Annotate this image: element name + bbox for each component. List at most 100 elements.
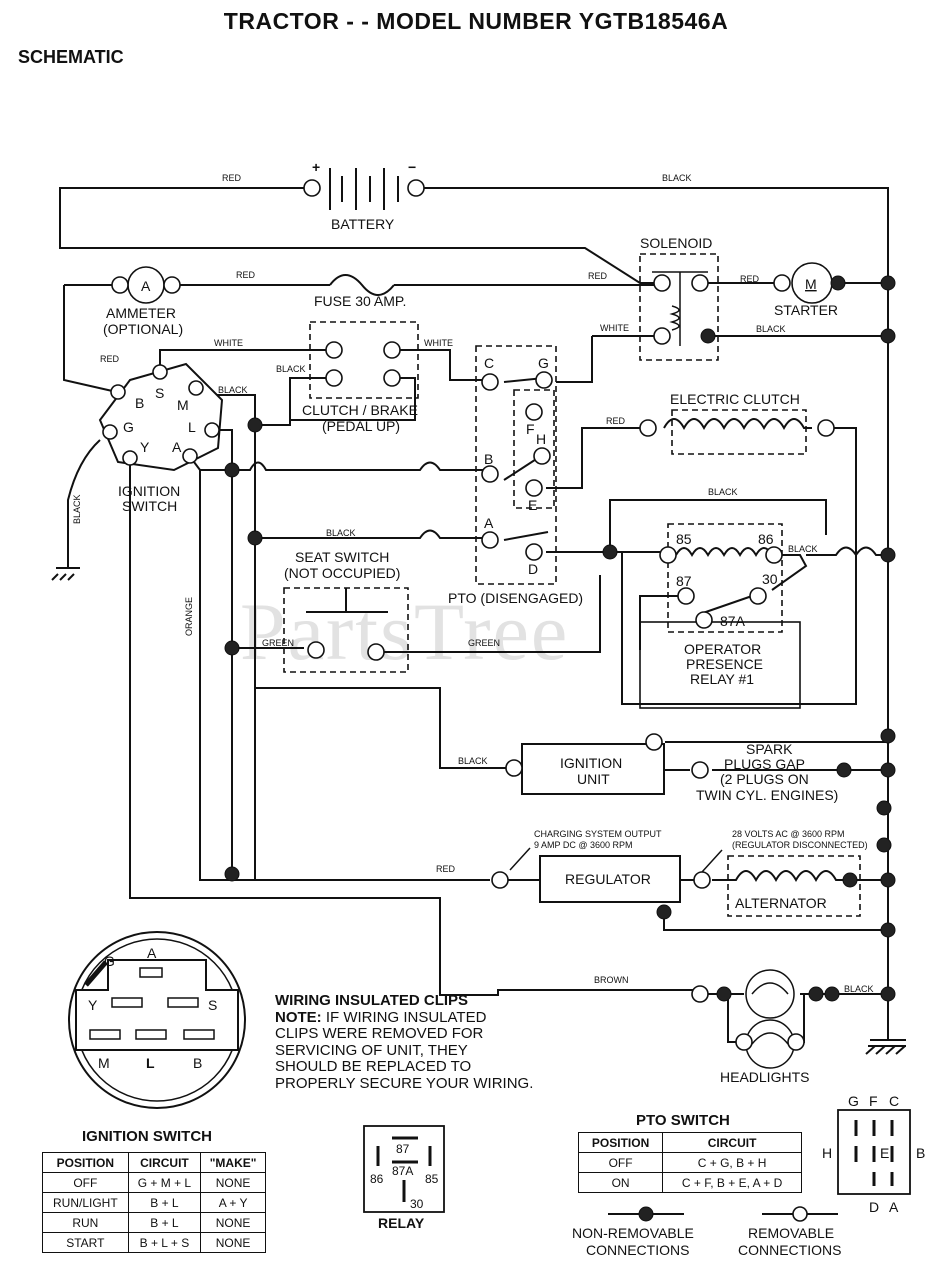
alternator-label: ALTERNATOR [735,895,827,911]
svg-text:9 AMP DC @ 3600 RPM: 9 AMP DC @ 3600 RPM [534,840,633,850]
svg-text:TWIN CYL. ENGINES): TWIN CYL. ENGINES) [696,787,838,803]
svg-text:M: M [98,1055,110,1071]
svg-text:A: A [172,439,182,455]
svg-text:87: 87 [676,573,692,589]
svg-text:BLACK: BLACK [218,385,248,395]
svg-text:87A: 87A [720,613,746,629]
svg-text:Y: Y [140,439,150,455]
svg-text:30: 30 [410,1197,424,1211]
svg-text:BROWN: BROWN [594,975,629,985]
svg-text:(REGULATOR DISCONNECTED): (REGULATOR DISCONNECTED) [732,840,868,850]
svg-text:87A: 87A [392,1164,413,1178]
svg-text:G: G [538,355,549,371]
svg-text:SPARK: SPARK [746,741,793,757]
svg-text:OPERATOR: OPERATOR [684,641,761,657]
svg-text:PRESENCE: PRESENCE [686,656,763,672]
svg-text:F: F [869,1093,878,1109]
svg-text:AMMETER: AMMETER [106,305,176,321]
removable-legend-icon [792,1206,808,1222]
relay-title: RELAY [378,1215,425,1231]
svg-text:86: 86 [370,1172,384,1186]
regulator-box [539,855,681,903]
removable-terminals [102,179,835,1051]
non-removable-nodes [224,275,896,1002]
svg-text:(OPTIONAL): (OPTIONAL) [103,321,183,337]
svg-text:CLUTCH / BRAKE: CLUTCH / BRAKE [302,402,418,418]
svg-text:85: 85 [676,531,692,547]
svg-text:(2 PLUGS ON: (2 PLUGS ON [720,771,809,787]
svg-text:NON-REMOVABLE: NON-REMOVABLE [572,1225,694,1241]
svg-text:D: D [869,1199,879,1215]
svg-text:RED: RED [100,354,120,364]
svg-text:E: E [528,497,537,513]
svg-text:30: 30 [762,571,778,587]
watermark: PartsTree [240,586,570,677]
svg-text:C: C [889,1093,899,1109]
solenoid-label: SOLENOID [640,235,712,251]
svg-text:S: S [208,997,217,1013]
svg-text:B: B [135,395,144,411]
svg-text:RED: RED [588,271,608,281]
svg-text:IGNITION: IGNITION [118,483,180,499]
svg-text:A: A [484,515,494,531]
svg-text:BLACK: BLACK [756,324,786,334]
schematic-subtitle: SCHEMATIC [18,47,124,67]
battery-plus-label: + [312,159,320,175]
svg-text:BLACK: BLACK [326,528,356,538]
svg-text:86: 86 [758,531,774,547]
svg-text:L: L [188,419,196,435]
svg-text:CHARGING SYSTEM OUTPUT: CHARGING SYSTEM OUTPUT [534,829,662,839]
svg-text:CONNECTIONS: CONNECTIONS [586,1242,689,1258]
svg-text:WHITE: WHITE [600,323,629,333]
svg-text:PLUGS GAP: PLUGS GAP [724,756,805,772]
svg-text:C: C [484,355,494,371]
non-removable-legend-icon [638,1206,654,1222]
svg-text:BLACK: BLACK [844,984,874,994]
svg-text:Y: Y [88,997,98,1013]
svg-text:H: H [822,1145,832,1161]
svg-text:G: G [848,1093,859,1109]
svg-text:A: A [141,278,151,294]
pto-table-title: PTO SWITCH [636,1112,730,1129]
svg-text:BLACK: BLACK [72,494,82,524]
svg-text:RED: RED [222,173,242,183]
svg-text:G: G [104,953,115,969]
svg-text:M: M [177,397,189,413]
svg-text:GREEN: GREEN [468,638,500,648]
svg-text:BLACK: BLACK [276,364,306,374]
svg-text:L: L [146,1055,155,1071]
svg-text:H: H [536,431,546,447]
svg-text:RED: RED [436,864,456,874]
svg-text:B: B [916,1145,925,1161]
svg-text:RED: RED [236,270,256,280]
svg-text:UNIT: UNIT [577,771,610,787]
svg-text:28 VOLTS AC @ 3600 RPM: 28 VOLTS AC @ 3600 RPM [732,829,845,839]
svg-text:REMOVABLE: REMOVABLE [748,1225,834,1241]
svg-text:IGNITION: IGNITION [560,755,622,771]
ignition-table-title: IGNITION SWITCH [82,1128,212,1145]
svg-text:D: D [528,561,538,577]
headlights-label: HEADLIGHTS [720,1069,809,1085]
svg-text:RELAY #1: RELAY #1 [690,671,754,687]
svg-text:SWITCH: SWITCH [122,498,177,514]
svg-text:CONNECTIONS: CONNECTIONS [738,1242,841,1258]
pto-switch-face-icon [837,1109,911,1195]
svg-text:SEAT SWITCH: SEAT SWITCH [295,549,389,565]
svg-text:(PEDAL UP): (PEDAL UP) [322,418,400,434]
svg-text:BLACK: BLACK [708,487,738,497]
battery-label: BATTERY [331,216,395,232]
svg-text:G: G [123,419,134,435]
svg-text:M: M [805,276,817,292]
svg-text:87: 87 [396,1142,410,1156]
svg-text:F: F [526,421,535,437]
svg-text:B: B [484,451,493,467]
battery-minus-label: − [408,159,416,175]
svg-text:REGULATOR: REGULATOR [565,871,651,887]
